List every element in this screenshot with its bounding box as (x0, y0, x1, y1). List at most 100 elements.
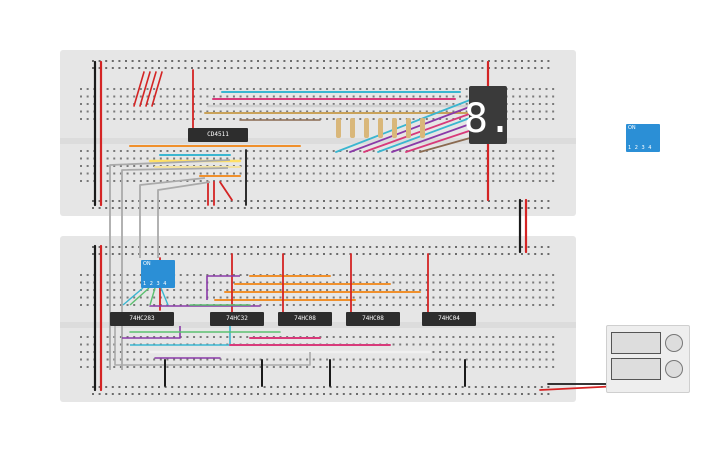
breadboard-hole (252, 88, 255, 90)
breadboard-hole (356, 67, 358, 69)
breadboard-hole (179, 110, 182, 113)
breadboard-hole (326, 110, 329, 113)
breadboard-hole (419, 180, 422, 182)
breadboard-hole (86, 172, 89, 175)
breadboard-hole (133, 88, 136, 90)
breadboard-hole (372, 118, 375, 120)
breadboard-hole (465, 304, 468, 306)
breadboard-hole (359, 157, 362, 160)
breadboard-hole (422, 246, 424, 248)
breadboard-hole (259, 88, 262, 90)
breadboard-hole (375, 246, 378, 248)
breadboard-hole (92, 253, 94, 255)
breadboard-hole (445, 281, 448, 284)
breadboard-hole (113, 289, 116, 291)
breadboard-hole (501, 253, 504, 255)
breadboard-hole (153, 366, 156, 368)
breadboard-hole (472, 351, 475, 353)
breadboard-hole (80, 150, 82, 152)
breadboard-hole (461, 67, 464, 69)
breadboard-hole (428, 207, 431, 209)
breadboard-hole (237, 253, 240, 255)
breadboard-hole (106, 274, 109, 276)
breadboard-hole (332, 296, 335, 299)
dip-switch-standalone[interactable]: ON 1 2 3 4 (626, 124, 660, 152)
breadboard-hole (349, 60, 352, 62)
breadboard-hole (399, 95, 402, 98)
breadboard-hole (237, 207, 240, 209)
breadboard-hole (326, 304, 329, 306)
breadboard-hole (485, 165, 488, 167)
breadboard-hole (159, 118, 162, 120)
breadboard-hole (113, 296, 116, 299)
breadboard-hole (532, 110, 535, 113)
breadboard-hole (405, 103, 408, 105)
resistor (392, 118, 397, 138)
breadboard-hole (153, 88, 156, 90)
breadboard-hole (545, 304, 548, 306)
breadboard-hole (326, 95, 329, 98)
breadboard-hole (352, 274, 355, 276)
breadboard-hole (339, 110, 342, 113)
dip-switch-breadboard[interactable]: ON 1 2 3 4 (141, 260, 175, 288)
breadboard-hole (485, 366, 488, 368)
breadboard-hole (299, 95, 302, 98)
breadboard-hole (191, 246, 193, 248)
breadboard-hole (292, 157, 295, 160)
breadboard-hole (439, 351, 442, 353)
breadboard-hole (213, 103, 215, 105)
breadboard-hole (352, 336, 355, 338)
breadboard-hole (303, 393, 306, 395)
breadboard-hole (179, 296, 182, 299)
breadboard-hole (395, 67, 398, 69)
breadboard-hole (193, 110, 196, 113)
breadboard-hole (494, 393, 497, 395)
breadboard-hole (106, 281, 109, 284)
breadboard-hole (139, 281, 142, 284)
breadboard-hole (151, 246, 154, 248)
breadboard-hole (485, 157, 488, 160)
breadboard-hole (352, 281, 355, 284)
breadboard-hole (164, 60, 167, 62)
breadboard-hole (276, 60, 279, 62)
breadboard-hole (290, 393, 292, 395)
power-supply[interactable] (606, 325, 690, 393)
breadboard-hole (425, 343, 428, 346)
breadboard-hole (472, 289, 475, 291)
breadboard-hole (488, 200, 490, 202)
breadboard-hole (139, 157, 142, 160)
breadboard-hole (521, 207, 523, 209)
breadboard-hole (312, 366, 315, 368)
breadboard-hole (352, 88, 355, 90)
breadboard-hole (232, 110, 235, 113)
breadboard-hole (259, 157, 262, 160)
breadboard-hole (266, 289, 269, 291)
power-supply-knob-top[interactable] (665, 334, 683, 352)
breadboard-hole (199, 366, 202, 368)
breadboard-hole (197, 67, 200, 69)
breadboard-hole (206, 150, 209, 152)
breadboard-hole (461, 207, 464, 209)
breadboard-hole (106, 304, 109, 306)
power-supply-knob-bottom[interactable] (665, 360, 683, 378)
breadboard-hole (432, 343, 435, 346)
breadboard-hole (545, 103, 548, 105)
breadboard-hole (399, 103, 402, 105)
breadboard-hole (525, 343, 528, 346)
breadboard-hole (439, 88, 442, 90)
breadboard-hole (349, 246, 352, 248)
breadboard-hole (445, 110, 448, 113)
breadboard-hole (125, 60, 127, 62)
breadboard-hole (452, 274, 455, 276)
breadboard-hole (525, 358, 528, 361)
breadboard-hole (173, 103, 176, 105)
breadboard-hole (518, 180, 521, 182)
breadboard-hole (210, 386, 213, 388)
breadboard-hole (538, 95, 541, 98)
wire (391, 123, 471, 153)
breadboard-hole (105, 393, 108, 395)
breadboard-hole (323, 60, 325, 62)
breadboard-hole (292, 88, 295, 90)
breadboard-hole (133, 118, 136, 120)
breadboard-hole (385, 88, 388, 90)
